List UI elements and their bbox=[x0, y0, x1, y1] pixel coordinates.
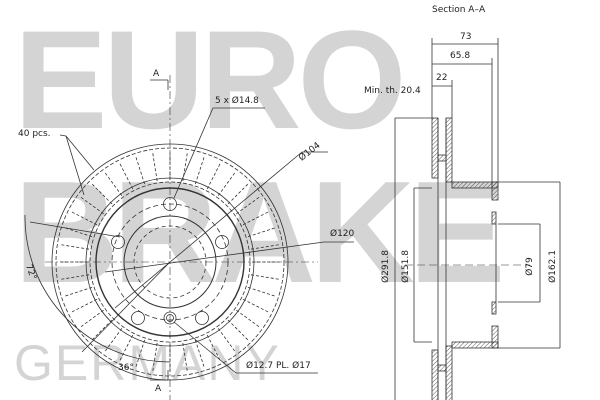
center-bore-dim: Ø79 bbox=[524, 257, 535, 276]
watermark-germany: GERMANY bbox=[14, 335, 281, 391]
vent-count-label: 40 pcs. bbox=[18, 129, 51, 139]
section-view bbox=[394, 38, 561, 400]
pilot-holes-label: Ø12.7 PL. Ø17 bbox=[246, 361, 311, 371]
thickness-dim: 22 bbox=[436, 73, 448, 83]
bolt-holes bbox=[111, 197, 229, 325]
section-title: Section A–A bbox=[432, 5, 486, 15]
hat-depth-dim: 65.8 bbox=[450, 51, 471, 61]
hat-outer-diameter-dim: Ø162.1 bbox=[547, 250, 558, 283]
watermark-brake: BRAKE bbox=[14, 151, 506, 313]
hat-inner-diameter-dim: Ø151.8 bbox=[400, 250, 411, 283]
overall-height-dim: 73 bbox=[460, 32, 472, 42]
bolt-holes-label: 5 x Ø14.8 bbox=[215, 96, 259, 106]
angle-36-label: 36° bbox=[118, 363, 134, 373]
watermark-euro: EURO bbox=[14, 1, 406, 158]
min-thickness-label: Min. th. 20.4 bbox=[364, 86, 421, 96]
diameter-120-label: Ø120 bbox=[330, 229, 355, 239]
section-marker-top: A bbox=[153, 69, 160, 79]
outer-diameter-dim: Ø291.8 bbox=[380, 250, 391, 283]
section-marker-bottom: A bbox=[155, 384, 162, 394]
front-view bbox=[24, 75, 354, 400]
